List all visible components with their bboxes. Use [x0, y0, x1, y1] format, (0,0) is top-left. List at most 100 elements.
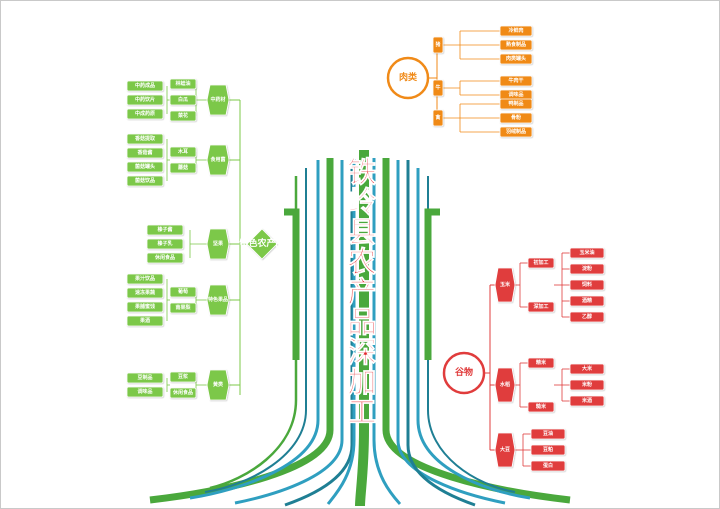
trunk-stripe	[406, 160, 476, 507]
plant-group-node	[206, 84, 230, 116]
plant-item-node	[146, 224, 184, 236]
plant-item-label: 菌菇罐头	[135, 163, 155, 170]
title-char: 农	[346, 245, 376, 279]
plant-item-node	[126, 301, 164, 313]
grain-sub-label: 糙米	[536, 403, 547, 410]
plant-item-label: 休闲食品	[154, 254, 175, 261]
plant-sub-node	[169, 94, 197, 106]
hub-meat-label: 肉类	[399, 71, 418, 83]
plant-item-label: 中药成品	[135, 82, 155, 89]
grain-item-node	[569, 363, 605, 375]
plant-sub-label: 白瓜	[178, 96, 189, 103]
plant-item-label: 中成药原	[135, 110, 155, 117]
diagram-nodes: 特色农产品中药材林蛙油白瓜菜花中药成品中药饮片中成药原食用菌木耳蘑菇香菇提取香菇…	[126, 25, 605, 472]
meat-item-label: 调味品	[508, 91, 523, 98]
trunk-stripe	[416, 168, 531, 500]
connector-lines	[166, 30, 570, 467]
plant-item-node	[126, 273, 164, 285]
plant-item-node	[126, 315, 164, 327]
meat-item-node	[499, 75, 533, 87]
grain-item-node	[569, 395, 605, 407]
title-char: 品	[347, 305, 376, 339]
plant-group-node	[206, 144, 230, 176]
grain-item-node	[530, 444, 566, 456]
grain-sub-node	[527, 401, 555, 413]
plant-item-node	[126, 147, 164, 159]
plant-item-node	[126, 133, 164, 145]
title-char: 产	[347, 275, 376, 309]
plant-item-node	[126, 94, 164, 106]
grain-item-label: 豆粕	[543, 446, 553, 453]
grain-group-node	[494, 432, 516, 468]
title-char: 县	[347, 215, 376, 249]
plant-group-node	[206, 228, 230, 260]
hub-plant-node	[246, 228, 278, 260]
grain-item-label: 玉米油	[579, 249, 594, 256]
plant-sub-node	[169, 146, 197, 158]
meat-group-node	[432, 79, 444, 97]
trunk-stripe	[326, 158, 356, 505]
meat-item-node	[499, 25, 533, 37]
grain-group-node	[494, 367, 516, 403]
plant-item-node	[126, 108, 164, 120]
plant-group-label: 中药材	[210, 96, 225, 103]
grain-item-label: 蛋白	[543, 462, 553, 469]
meat-group-label: 禽	[434, 114, 441, 121]
plant-sub-node	[169, 371, 197, 383]
grain-item-node	[569, 247, 605, 259]
meat-group-node	[432, 109, 444, 127]
plant-sub-label: 豆浆	[178, 373, 189, 380]
plant-sub-label: 林蛙油	[175, 80, 190, 87]
plant-sub-node	[169, 162, 197, 174]
grain-sub-node	[527, 357, 555, 369]
plant-item-label: 调味品	[137, 388, 152, 395]
grain-item-label: 豆油	[543, 430, 553, 437]
plant-group-node	[206, 369, 230, 401]
title-char: 深	[347, 335, 376, 369]
plant-sub-label: 休闲食品	[172, 389, 193, 396]
title-char: 加	[347, 365, 376, 399]
hub-grain-node	[442, 351, 486, 395]
grain-item-label: 米粉	[582, 381, 593, 388]
meat-item-node	[499, 98, 533, 110]
plant-item-label: 榛子酱	[157, 226, 172, 233]
plant-group-label: 特色果品	[208, 296, 228, 303]
meat-item-node	[499, 126, 533, 138]
plant-item-label: 果汁饮品	[135, 275, 155, 282]
plant-item-node	[126, 80, 164, 92]
plant-sub-label: 蘑菇	[178, 164, 188, 171]
grain-group-label: 大豆	[500, 446, 510, 453]
title-char: 工	[347, 395, 376, 429]
trunk-stripe	[355, 150, 369, 507]
plant-sub-node	[169, 387, 197, 399]
plant-item-label: 香菇酱	[136, 149, 152, 156]
grain-sub-node	[527, 301, 555, 313]
trunk-stripe	[372, 158, 402, 505]
hub-grain-label: 谷物	[455, 366, 473, 378]
grain-sub-label: 初加工	[533, 259, 548, 266]
grain-item-node	[530, 428, 566, 440]
plant-item-label: 榛子乳	[157, 240, 172, 247]
plant-sub-node	[169, 302, 197, 314]
title-char: 铁	[347, 155, 376, 189]
meat-item-node	[499, 112, 533, 124]
plant-sub-label: 葡萄	[177, 288, 188, 295]
plant-item-node	[126, 175, 164, 187]
meat-item-label: 冷鲜肉	[508, 27, 523, 34]
plant-sub-node	[169, 110, 197, 122]
grain-item-label: 饲料	[581, 281, 592, 288]
grain-item-node	[569, 295, 605, 307]
trunk-stripe	[284, 160, 354, 507]
meat-item-label: 鸭制品	[508, 100, 523, 107]
grain-sub-node	[527, 257, 555, 269]
plant-sub-node	[169, 286, 197, 298]
plant-item-node	[146, 252, 184, 264]
grain-item-node	[569, 279, 605, 291]
trunk-stripe	[204, 168, 307, 493]
plant-group-label: 食用菌	[210, 156, 225, 163]
title-char: 岭	[347, 185, 376, 219]
plant-item-node	[126, 287, 164, 299]
hub-plant-label: 特色农产品	[239, 237, 284, 249]
grain-group-label: 水稻	[499, 381, 510, 388]
